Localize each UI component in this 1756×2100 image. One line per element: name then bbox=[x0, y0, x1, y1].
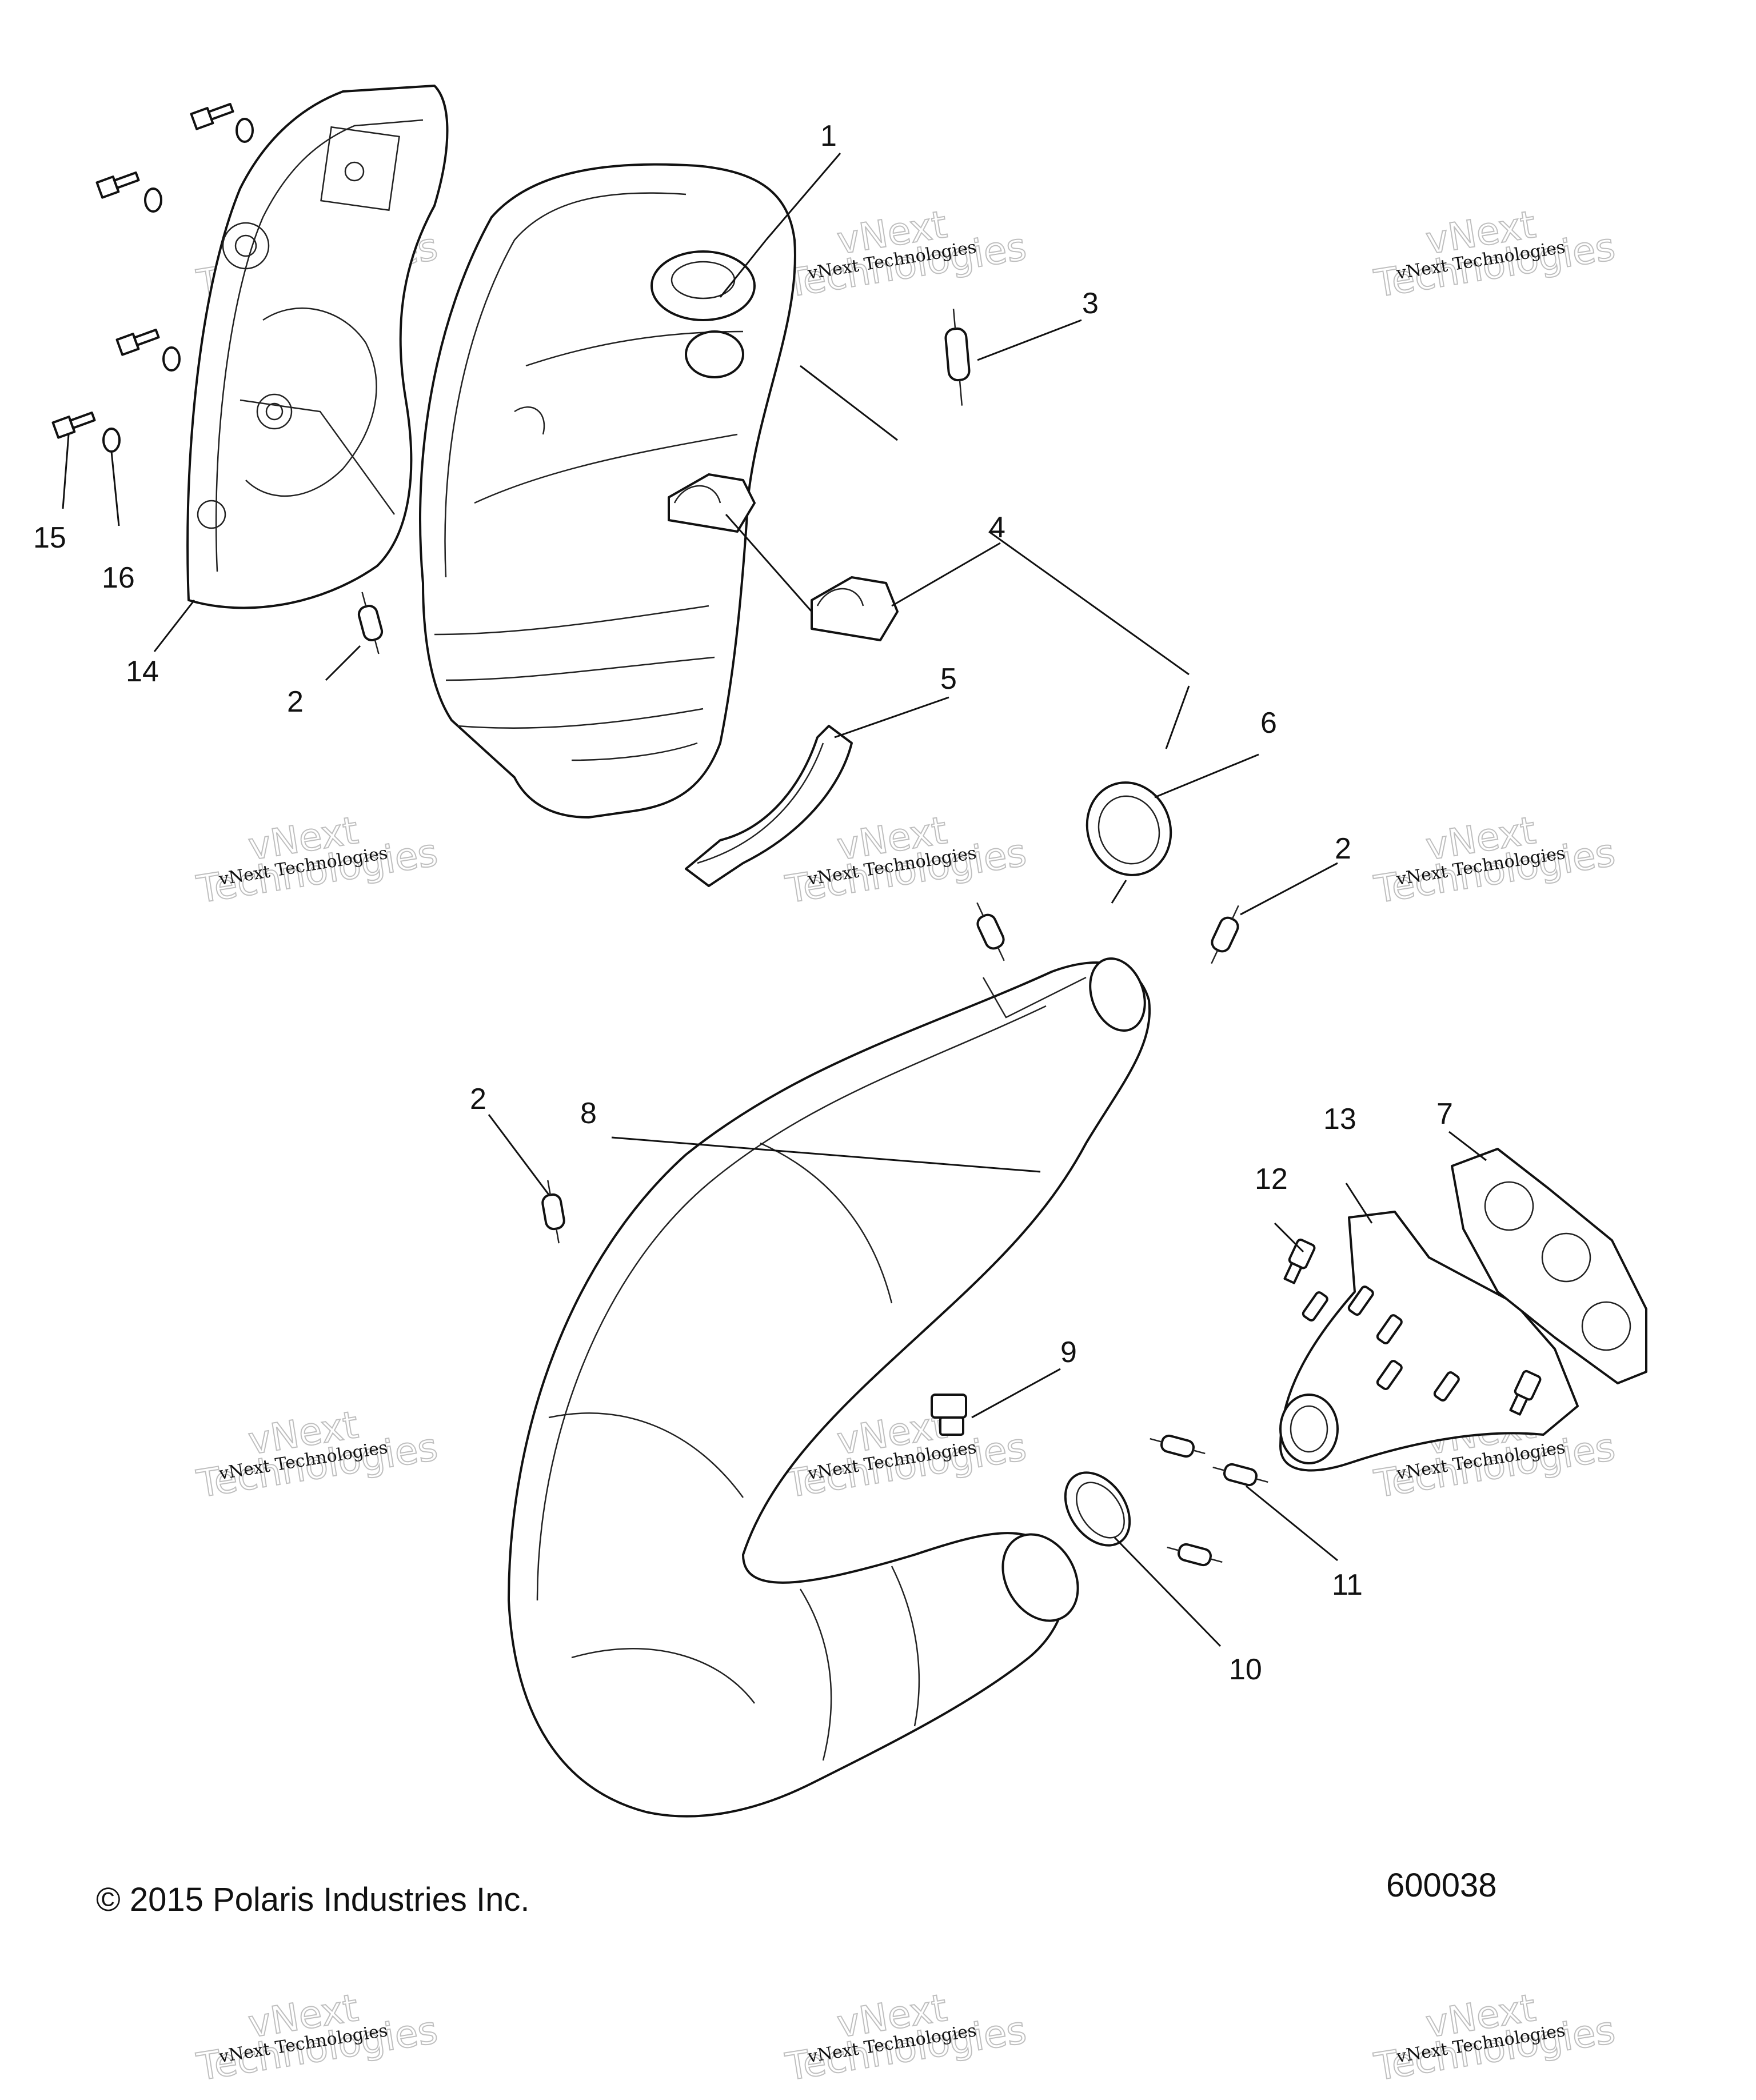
callout-5: 5 bbox=[940, 662, 957, 696]
callout-6: 6 bbox=[1260, 706, 1277, 740]
callout-12: 12 bbox=[1255, 1163, 1288, 1196]
callout-14: 14 bbox=[126, 655, 159, 688]
watermark: vNext Technologies vNext Technologies bbox=[193, 1985, 441, 2090]
callouts: 1 2 2 2 3 4 5 6 7 8 9 10 11 12 13 14 15 … bbox=[33, 119, 1453, 1686]
callout-2: 2 bbox=[1335, 832, 1351, 865]
callout-4: 4 bbox=[989, 511, 1005, 544]
watermark: vNext Technologies vNext Technologies bbox=[1371, 202, 1619, 306]
callout-16: 16 bbox=[102, 561, 135, 594]
copyright-notice: © 2015 Polaris Industries Inc. bbox=[96, 1881, 530, 1918]
springs bbox=[357, 309, 1268, 1567]
manifold-bolts bbox=[1283, 1238, 1542, 1416]
bracket bbox=[685, 725, 853, 887]
watermark: vNext Technologies vNext Technologies bbox=[782, 808, 1030, 912]
callout-7: 7 bbox=[1436, 1097, 1453, 1131]
callout-15: 15 bbox=[33, 521, 66, 554]
seal-ring bbox=[1085, 781, 1172, 876]
watermark: vNext Technologies vNext Technologies bbox=[193, 1402, 441, 1507]
callout-1: 1 bbox=[820, 119, 837, 153]
watermark: vNext Technologies vNext Technologies bbox=[193, 808, 441, 912]
clamp-ring bbox=[1064, 1471, 1131, 1547]
callout-2: 2 bbox=[470, 1083, 486, 1116]
callout-13: 13 bbox=[1323, 1103, 1356, 1136]
callout-8: 8 bbox=[580, 1097, 597, 1130]
shield-washers bbox=[102, 118, 254, 453]
watermark: vNext Technologies vNext Technologies bbox=[782, 1985, 1030, 2090]
watermark: vNext Technologies vNext Technologies bbox=[782, 202, 1030, 306]
exhaust-manifold bbox=[1279, 1211, 1579, 1472]
grommet bbox=[668, 473, 899, 641]
heat-shield bbox=[186, 85, 449, 609]
watermark: vNext Technologies vNext Technologies bbox=[1371, 808, 1619, 912]
exhaust-gasket bbox=[1451, 1148, 1647, 1384]
leader-lines bbox=[62, 153, 1487, 1647]
callout-3: 3 bbox=[1082, 287, 1099, 320]
callout-11: 11 bbox=[1332, 1568, 1363, 1602]
shield-bolts bbox=[51, 103, 234, 439]
figure-number: 600038 bbox=[1386, 1867, 1497, 1904]
callout-9: 9 bbox=[1060, 1336, 1077, 1369]
watermark: vNext Technologies vNext Technologies bbox=[1371, 1985, 1619, 2090]
exhaust-pipe bbox=[508, 957, 1151, 1818]
muffler bbox=[419, 163, 796, 819]
drain-plug bbox=[931, 1394, 967, 1436]
callout-2: 2 bbox=[287, 685, 304, 718]
callout-10: 10 bbox=[1229, 1653, 1262, 1686]
